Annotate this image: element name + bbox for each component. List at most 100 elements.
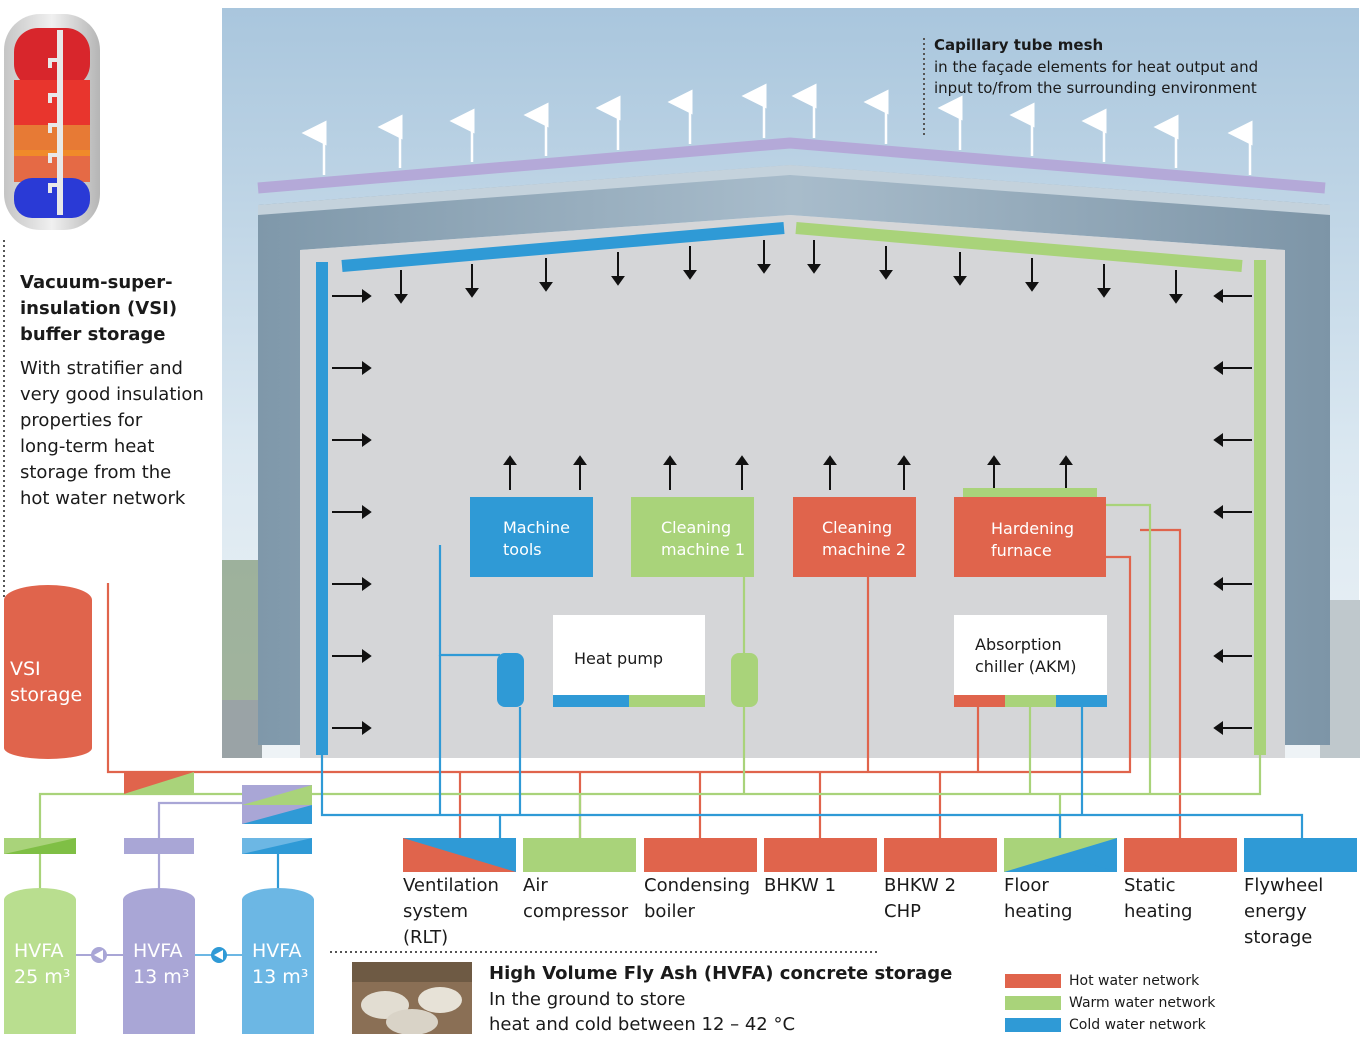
heat-output-arrows bbox=[301, 83, 1253, 175]
ceiling-warm-pipe bbox=[795, 222, 1243, 272]
chiller-warm-strip bbox=[1005, 695, 1056, 707]
heat-arrow-head bbox=[807, 264, 821, 274]
hvfa-tank-3-size: 13 m³ bbox=[252, 966, 309, 988]
heat-arrow-head bbox=[953, 276, 967, 286]
hvfa-tank-3-label: HVFA 13 m³ bbox=[252, 938, 308, 990]
heat-arrow-head bbox=[362, 649, 372, 663]
heat-arrow-head bbox=[879, 270, 893, 280]
hvfa-tank-3-name: HVFA bbox=[252, 940, 302, 962]
hvfa-tank-1-name: HVFA bbox=[14, 940, 64, 962]
heat-arrow-head bbox=[987, 455, 1001, 465]
vsi-info-text: With stratifier and very good insulation… bbox=[20, 358, 204, 509]
vsi-tank-photo bbox=[4, 14, 100, 230]
ground-left bbox=[222, 700, 262, 758]
legend-warm-swatch bbox=[1005, 996, 1061, 1010]
heat-arrow-head bbox=[1213, 649, 1223, 663]
heat-arrow-head bbox=[1213, 505, 1223, 519]
hvfa-tank-2-name: HVFA bbox=[133, 940, 183, 962]
cleaning-machine-2-box: Cleaning machine 2 bbox=[793, 497, 916, 577]
floor-heating-box bbox=[1004, 838, 1117, 872]
hardening-warm-strip bbox=[963, 488, 1097, 497]
hvfa-info-line2: heat and cold between 12 – 42 °C bbox=[489, 1014, 796, 1035]
heat-arrow-head bbox=[1213, 577, 1223, 591]
consumer-air-compressor-label: Air compressor bbox=[523, 875, 629, 922]
heat-arrow-head bbox=[1169, 294, 1183, 304]
heat-arrow-head bbox=[897, 455, 911, 465]
heat-arrow-head bbox=[362, 577, 372, 591]
machine-tools-box: Machine tools bbox=[470, 497, 593, 577]
legend-hot: Hot water network bbox=[1005, 970, 1215, 992]
trees-left bbox=[222, 560, 262, 710]
vsi-storage-tank bbox=[4, 585, 92, 759]
machine-tools-label: Machine tools bbox=[503, 518, 570, 559]
hvfa-info-title: High Volume Fly Ash (HVFA) concrete stor… bbox=[489, 963, 953, 984]
heat-arrow-head bbox=[503, 455, 517, 465]
chiller-hot-strip bbox=[954, 695, 1005, 707]
hvfa-tank-2-size: 13 m³ bbox=[133, 966, 190, 988]
cleaning-machine-2-label: Cleaning machine 2 bbox=[822, 518, 907, 559]
hall-interior bbox=[300, 215, 1285, 758]
hvfa-tank-1-size: 25 m³ bbox=[14, 966, 71, 988]
consumer-condensing-boiler-label: Condensing boiler bbox=[644, 875, 751, 922]
hvfa-pipes bbox=[157, 801, 242, 890]
legend: Hot water network Warm water network Col… bbox=[1005, 970, 1215, 1036]
hvfa-tank-25 bbox=[4, 888, 76, 1034]
heat-pump-warm-strip bbox=[629, 695, 705, 707]
pump-icon bbox=[91, 947, 107, 963]
consumer-flywheel-label: Flywheel energy storage bbox=[1244, 875, 1324, 948]
capillary-title: Capillary tube mesh bbox=[934, 36, 1104, 54]
cold-water-pipes bbox=[276, 545, 1304, 890]
capillary-line1: in the façade elements for heat output a… bbox=[934, 58, 1259, 76]
legend-hot-label: Hot water network bbox=[1069, 973, 1200, 989]
heat-arrow-head bbox=[757, 264, 771, 274]
facade-capillary-line bbox=[257, 137, 1326, 194]
heat-arrow-head bbox=[1213, 289, 1223, 303]
legend-warm: Warm water network bbox=[1005, 992, 1215, 1014]
consumer-bhkw1-label: BHKW 1 bbox=[764, 875, 837, 896]
hvfa-tank-1-label: HVFA 25 m³ bbox=[14, 938, 70, 990]
heat-arrow-head bbox=[362, 505, 372, 519]
cleaning-machine-1-label: Cleaning machine 1 bbox=[661, 518, 746, 559]
consumer-static-heating-label: Static heating bbox=[1124, 875, 1193, 922]
heat-pump-box: Heat pump bbox=[553, 615, 705, 707]
absorption-chiller-label: Absorption chiller (AKM) bbox=[975, 635, 1077, 676]
bhkw1-box bbox=[764, 838, 877, 872]
condensing-boiler-box bbox=[644, 838, 757, 872]
heat-arrow-head bbox=[465, 288, 479, 298]
legend-warm-label: Warm water network bbox=[1069, 995, 1216, 1011]
heat-arrow-head bbox=[1097, 288, 1111, 298]
cleaning-machine-1-box: Cleaning machine 1 bbox=[631, 497, 754, 577]
heat-pump-label: Heat pump bbox=[574, 649, 664, 668]
hot-water-pipes bbox=[106, 528, 1182, 838]
vsi-storage-label: VSI storage bbox=[10, 658, 83, 706]
hardening-furnace-label: Hardening furnace bbox=[991, 519, 1075, 560]
legend-hot-swatch bbox=[1005, 974, 1061, 988]
chiller-cold-strip bbox=[1056, 695, 1107, 707]
consumer-bhkw2-label: BHKW 2 CHP bbox=[884, 875, 957, 922]
hardening-furnace-box: Hardening furnace bbox=[954, 497, 1106, 577]
legend-cold-label: Cold water network bbox=[1069, 1017, 1206, 1033]
hvfa-tank-13-a bbox=[123, 888, 195, 1034]
heat-arrow-head bbox=[1025, 282, 1039, 292]
hvfa-ground-photo bbox=[352, 962, 472, 1034]
heat-arrow-head bbox=[823, 455, 837, 465]
legend-cold: Cold water network bbox=[1005, 1014, 1215, 1036]
consumer-floor-heating-label: Floor heating bbox=[1004, 875, 1073, 922]
ventilation-box bbox=[403, 838, 516, 872]
bhkw2-box bbox=[884, 838, 997, 872]
flywheel-box bbox=[1244, 838, 1357, 872]
heat-arrow-head bbox=[735, 455, 749, 465]
heat-arrow-head bbox=[394, 294, 408, 304]
hvfa-info-line1: In the ground to store bbox=[489, 989, 686, 1010]
legend-cold-swatch bbox=[1005, 1018, 1061, 1032]
hvfa-tank-13-b bbox=[242, 888, 314, 1034]
hvfa-heat-exchangers bbox=[4, 772, 312, 854]
air-compressor-box bbox=[523, 838, 636, 872]
heat-transfer-arrows bbox=[332, 240, 1252, 735]
heat-arrow-head bbox=[573, 455, 587, 465]
heat-arrow-head bbox=[362, 433, 372, 447]
heat-arrow-head bbox=[1213, 361, 1223, 375]
absorption-chiller-box: Absorption chiller (AKM) bbox=[954, 615, 1107, 707]
heat-arrow-head bbox=[1213, 721, 1223, 735]
